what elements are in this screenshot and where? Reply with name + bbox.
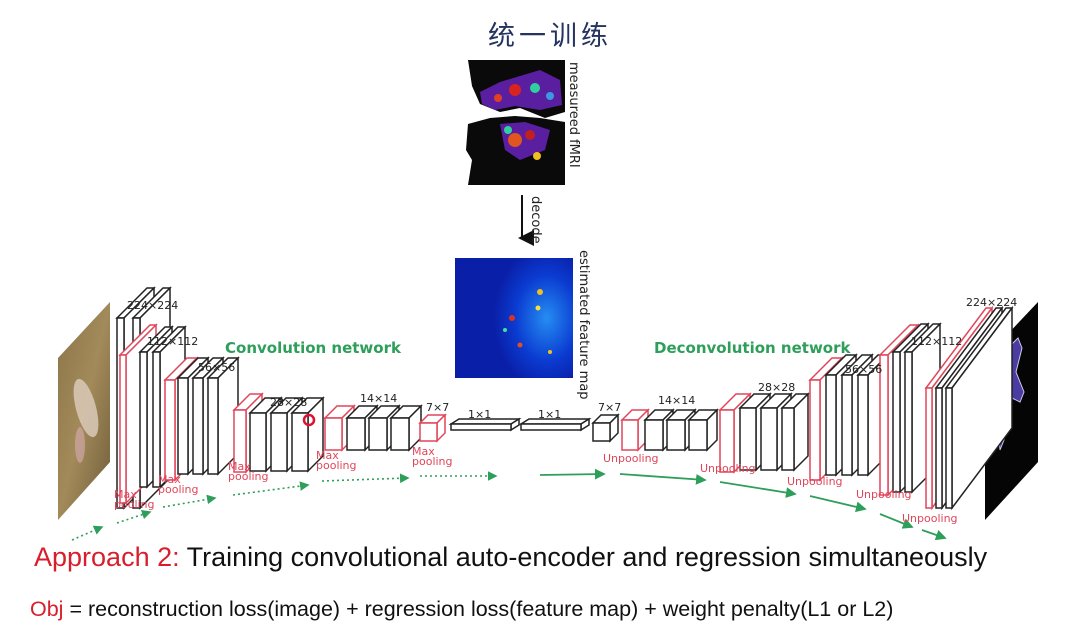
flow-arrow — [71, 525, 104, 541]
fmri-label: measureed fMRI — [566, 62, 581, 168]
encoder-title: Convolution network — [225, 339, 402, 357]
max-pooling-label: Max — [412, 445, 435, 458]
decoder-size-label: 112×112 — [911, 335, 962, 348]
deconv-layer — [687, 408, 719, 452]
feature-map-label: estimated feature map — [576, 250, 591, 400]
deconv-layer — [780, 392, 810, 472]
encoder-size-label: 14×14 — [360, 392, 397, 405]
flow-arrow — [232, 481, 310, 496]
flow-arrow — [321, 473, 410, 484]
encoder-size-label: 56×56 — [198, 361, 235, 374]
slide-title: 统一训练 — [488, 21, 612, 52]
flow-arrow — [921, 529, 947, 541]
unpooling-label: Unpooling — [603, 452, 659, 465]
unpooling-label: Unpooling — [700, 462, 756, 475]
input-image — [58, 302, 110, 520]
max-pooling-label: pooling — [114, 498, 155, 511]
unpool-layer — [620, 408, 650, 452]
max-pooling-label: Max — [228, 460, 251, 473]
deconv-layer — [591, 413, 620, 443]
flow-arrow — [619, 473, 707, 485]
decode-label: decode — [528, 196, 543, 244]
objective-formula: Obj = reconstruction loss(image) + regre… — [30, 597, 893, 622]
approach-text: Training convolutional auto-encoder and … — [179, 542, 988, 572]
encoder-size-label: 112×112 — [147, 335, 198, 348]
decoder-size-label: 56×56 — [845, 363, 882, 376]
max-pooling-label: pooling — [412, 455, 453, 468]
decoder-title: Deconvolution network — [654, 339, 852, 357]
conv-layer — [206, 356, 240, 476]
flow-arrow — [809, 495, 867, 513]
flow-arrow — [879, 513, 914, 529]
fc-layer — [448, 417, 522, 432]
encoder-size-label: 28×28 — [270, 396, 307, 409]
deconv-layer — [944, 305, 1014, 511]
max-pooling-label: Max — [316, 449, 339, 462]
encoder-size-label: 224×224 — [127, 299, 178, 312]
decoder-size-label: 14×14 — [658, 394, 695, 407]
obj-text: = reconstruction loss(image) + regressio… — [63, 597, 894, 621]
deconv-layer — [759, 392, 793, 472]
flow-arrow — [539, 468, 606, 480]
approach-prefix: Approach 2: — [34, 542, 180, 572]
max-pooling-label: Max — [158, 473, 181, 486]
flow-arrow — [162, 494, 217, 508]
max-pooling-label: Max — [114, 488, 137, 501]
unpooling-label: Unpooling — [856, 488, 912, 501]
fc-layer — [518, 417, 592, 432]
fc-size-label: 1×1 — [468, 408, 491, 421]
decoder-size-label: 28×28 — [758, 381, 795, 394]
max-pooling-label: pooling — [228, 470, 269, 483]
cursor-highlight-icon — [302, 413, 316, 427]
encoder-size-label: 7×7 — [426, 401, 449, 414]
fc-size-label: 1×1 — [538, 408, 561, 421]
obj-prefix: Obj — [30, 597, 64, 621]
decoder-size-label: 224×224 — [966, 296, 1017, 309]
decoder-size-label: 7×7 — [598, 401, 621, 414]
flow-arrow — [116, 509, 152, 524]
unpooling-label: Unpooling — [902, 512, 958, 525]
approach-heading: Approach 2: Training convolutional auto-… — [34, 542, 987, 573]
measured-fmri-image — [466, 60, 565, 185]
flow-arrow — [719, 481, 797, 498]
max-pooling-label: pooling — [158, 483, 199, 496]
conv-layer — [389, 404, 423, 452]
unpooling-label: Unpooling — [787, 475, 843, 488]
pool-layer — [418, 413, 447, 443]
max-pooling-label: pooling — [316, 459, 357, 472]
conv-layer — [290, 396, 325, 473]
